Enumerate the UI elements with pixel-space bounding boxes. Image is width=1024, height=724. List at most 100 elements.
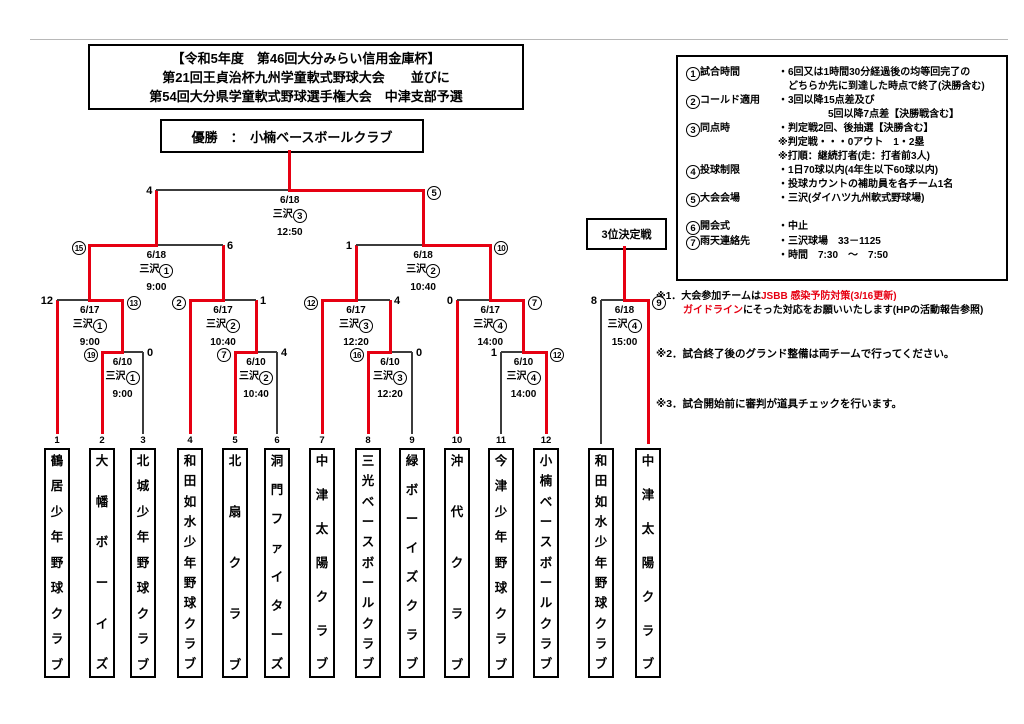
team-name-char: 陽 [641, 555, 655, 570]
match-time: 12:50 [276, 227, 303, 238]
team-box: 鶴居少年野球クラブ [44, 448, 70, 678]
rule-text-line: ・1日70球以内(4年生以下60球以内) [778, 165, 939, 176]
team-number: 10 [451, 435, 463, 446]
winner-stem [221, 245, 225, 302]
team-name-char: ク [361, 616, 375, 631]
match-score-left: 12 [40, 295, 53, 307]
third-place-label: 3位決定戦 [601, 229, 652, 241]
team-name-char: 球 [494, 581, 508, 596]
team-number: 6 [274, 435, 280, 446]
match-date: 6/18 [280, 195, 300, 206]
team-line [188, 300, 192, 434]
match-score-right: 9 [652, 295, 700, 310]
team-name-char: 野 [50, 555, 64, 570]
winner-bar [88, 243, 158, 247]
team-name-char: 大 [95, 454, 109, 468]
team-name-char: ブ [228, 657, 242, 672]
team-name-char: ク [641, 589, 655, 604]
winner-stem [421, 190, 425, 247]
team-name-char: 球 [136, 581, 150, 596]
team-number: 11 [495, 435, 507, 446]
team-name-char: ラ [494, 632, 508, 647]
team-number: 4 [187, 435, 193, 446]
match-time: 10:40 [410, 282, 436, 293]
team-name-char: 少 [594, 535, 608, 550]
team-number: 2 [99, 435, 105, 446]
rule-number: 5 [686, 193, 700, 207]
team-line [411, 352, 413, 434]
team-name-char: 球 [50, 581, 64, 596]
team-name-char: ク [539, 616, 553, 631]
team-box: 洞門ファイターズ [264, 448, 290, 678]
match-score-left: 19 [50, 347, 98, 362]
match-time: 9:00 [112, 389, 133, 400]
winner-bar [233, 350, 258, 354]
rule-number: 4 [686, 165, 700, 179]
winner-stem [154, 190, 158, 247]
team-name-char: 津 [315, 487, 329, 502]
venue-court-number: 2 [259, 371, 273, 385]
title-line-3: 第54回大分県学童軟式野球選手権大会 中津支部予選 [149, 88, 463, 104]
team-name-char: ー [95, 576, 109, 591]
team-name-char: ラ [315, 623, 329, 638]
team-name-char: 洞 [270, 454, 284, 468]
champion-label: 優勝 ： 小楠ベースボールクラブ [191, 129, 393, 145]
winner-score: 12 [304, 296, 318, 310]
winner-stem [522, 300, 525, 354]
match-score-right: 1 [260, 295, 267, 307]
team-box: 大幡ボーイズ [89, 448, 115, 678]
team-name-char: ル [361, 596, 375, 611]
team-name-char: ー [539, 515, 553, 530]
team-name-char: ク [594, 616, 608, 631]
team-name-char: 緑 [405, 454, 419, 468]
match-time: 10:40 [243, 389, 269, 400]
team-name-char: 今 [494, 454, 508, 468]
rule-text-line: ・6回又は1時間30分経過後の均等回完了の [778, 67, 971, 78]
venue-court-number: 4 [627, 319, 642, 333]
note-3: ※3．試合開始前に審判が道具チェックを行います。 [656, 398, 902, 410]
team-name-char: 少 [494, 504, 508, 519]
team-name-char: ク [450, 555, 464, 570]
team-name-char: 太 [641, 521, 655, 536]
team-box: 今津少年野球クラブ [488, 448, 514, 678]
rule-number: 7 [686, 236, 700, 250]
team-name-char: ク [315, 589, 329, 604]
team-name-char: タ [270, 599, 284, 614]
team-name-char: 扇 [228, 504, 242, 519]
match-time: 9:00 [146, 282, 167, 293]
team-name-char: ク [50, 606, 64, 621]
team-line [320, 300, 324, 434]
team-name-char: 陽 [315, 555, 329, 570]
match-date: 6/18 [614, 305, 635, 316]
team-name-char: 少 [50, 504, 64, 519]
team-name-char: 和 [594, 454, 608, 468]
winner-score: 19 [84, 348, 98, 362]
team-number: 3 [140, 435, 146, 446]
team-line [455, 300, 459, 434]
winner-stem [388, 300, 392, 354]
winner-stem [121, 300, 124, 354]
rule-text-line: 5回以降7点差【決勝戦含む】 [778, 109, 960, 120]
team-name-char: イ [405, 541, 419, 556]
rule-text-line: ・時間 7:30 ～ 7:50 [778, 250, 889, 261]
team-name-char: ブ [50, 657, 64, 672]
match-date: 6/17 [346, 305, 366, 316]
match-score-right: 0 [147, 347, 154, 359]
team-box: 中津太陽クラブ [309, 448, 335, 678]
team-name-char: ァ [270, 541, 284, 556]
team-name-char: ラ [539, 637, 553, 652]
team-name-char: 田 [594, 474, 608, 489]
winner-stem [488, 245, 492, 302]
match-score-right: 6 [227, 240, 234, 252]
third-place-box: 3位決定戦 [586, 218, 667, 250]
winner-score: 5 [427, 186, 442, 200]
